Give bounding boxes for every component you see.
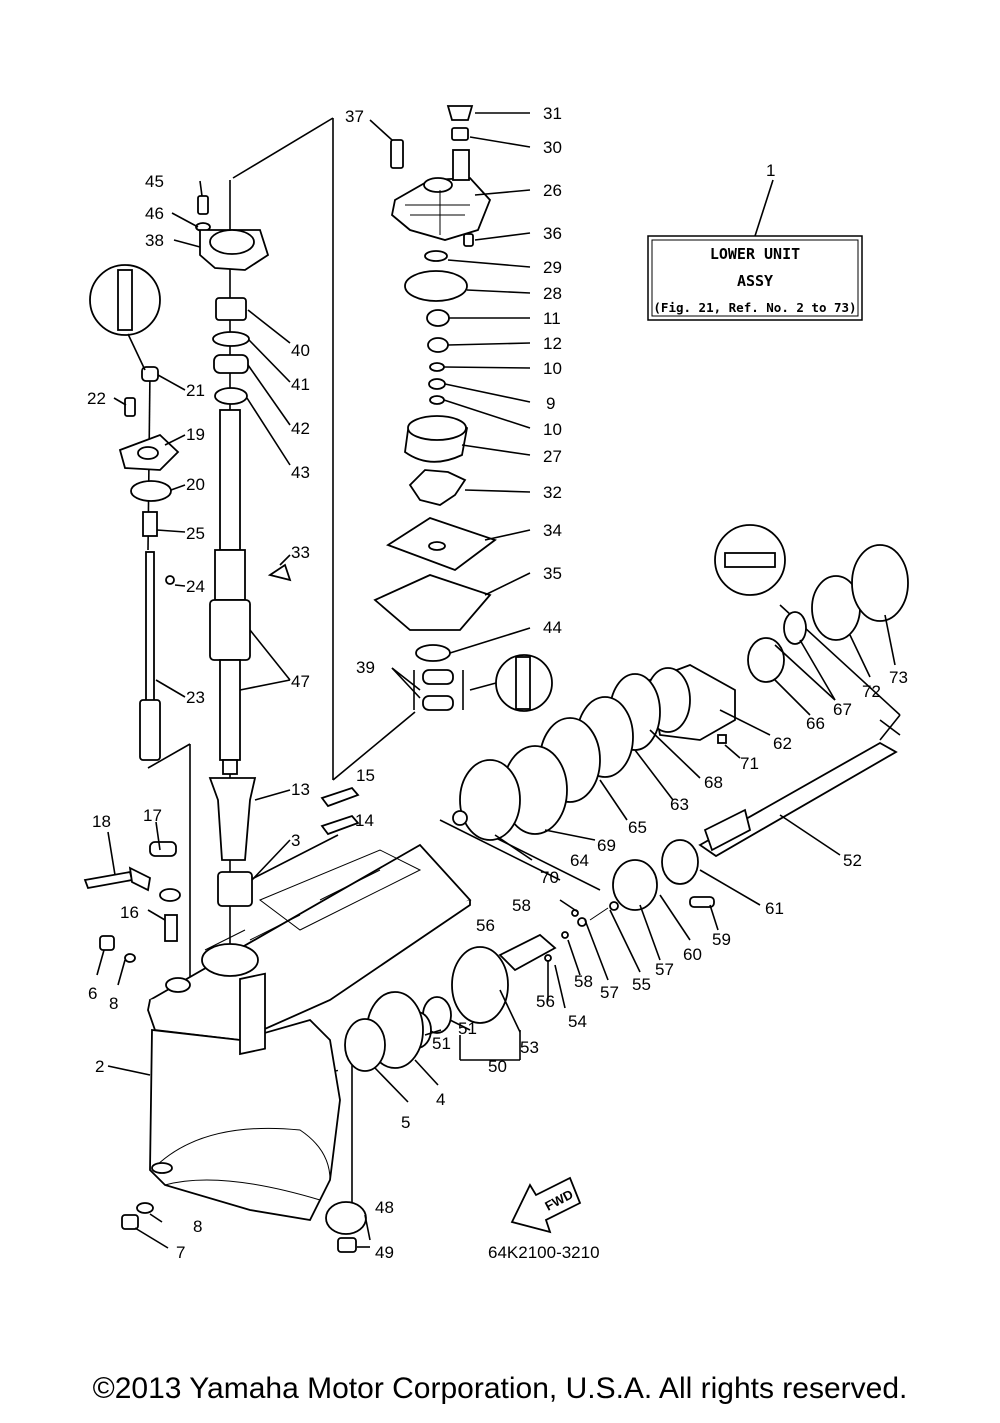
callout-label: 11	[543, 309, 561, 328]
callout-label: 60	[683, 945, 702, 964]
callout-label: 20	[186, 475, 205, 494]
callout-label: 47	[291, 672, 310, 691]
callout-label: 27	[543, 447, 562, 466]
callout-label: 13	[291, 780, 310, 799]
callout-label: 3	[291, 831, 300, 850]
callout-label: 29	[543, 258, 562, 277]
callout-label: 25	[186, 524, 205, 543]
callout-label: 2	[95, 1057, 104, 1076]
callout-label: 41	[291, 375, 310, 394]
callout-label: 31	[543, 104, 562, 123]
callout-label: 58	[512, 896, 531, 915]
water-pump-group	[373, 105, 497, 711]
callout-label: 28	[543, 284, 562, 303]
callout-label: 51	[458, 1019, 477, 1038]
callout-label: 12	[543, 334, 562, 353]
callout-label: 49	[375, 1243, 394, 1262]
callout-label: 53	[520, 1038, 539, 1057]
callout-label: 70	[540, 868, 559, 887]
callout-label: 8	[109, 994, 118, 1013]
exploded-parts-diagram: LOWER UNIT ASSY (Fig. 21, Ref. No. 2 to …	[83, 104, 909, 1262]
callout-label: 57	[600, 983, 619, 1002]
callout-label: 19	[186, 425, 205, 444]
callout-label: 22	[87, 389, 106, 408]
assembly-box: LOWER UNIT ASSY (Fig. 21, Ref. No. 2 to …	[647, 235, 863, 321]
shift-rod-group	[89, 264, 180, 761]
callout-label: 52	[843, 851, 862, 870]
callout-label: 34	[543, 521, 562, 540]
callout-label: 6	[88, 984, 97, 1003]
callout-label: 65	[628, 818, 647, 837]
propeller-shaft-group	[325, 524, 909, 1253]
callout-label: 59	[712, 930, 731, 949]
callout-label: 61	[765, 899, 784, 918]
callout-label: 9	[546, 394, 555, 413]
callout-label: 44	[543, 618, 562, 637]
callout-label: 14	[355, 811, 374, 830]
callout-label: 32	[543, 483, 562, 502]
assembly-box-line2: ASSY	[737, 272, 773, 290]
callout-label: 10	[543, 359, 562, 378]
callout-label: 54	[568, 1012, 587, 1031]
fwd-arrow: FWD	[510, 1176, 582, 1234]
callout-label: 69	[597, 836, 616, 855]
lower-casing	[147, 843, 472, 1221]
callout-label: 33	[291, 543, 310, 562]
callout-label: 42	[291, 419, 310, 438]
callout-label: 43	[291, 463, 310, 482]
callout-label: 67	[833, 700, 852, 719]
callout-label: 48	[375, 1198, 394, 1217]
callout-label: 38	[145, 231, 164, 250]
callout-label: 56	[476, 916, 495, 935]
callout-label: 30	[543, 138, 562, 157]
assembly-box-line3: (Fig. 21, Ref. No. 2 to 73)	[653, 300, 856, 315]
callout-label: 72	[862, 682, 881, 701]
callout-label: 4	[436, 1090, 445, 1109]
callout-label: 35	[543, 564, 562, 583]
callout-label: 7	[176, 1243, 185, 1262]
callout-label: 26	[543, 181, 562, 200]
callout-label: 57	[655, 960, 674, 979]
callout-label: 5	[401, 1113, 410, 1132]
callout-label: 73	[889, 668, 908, 687]
callout-label: 51	[432, 1034, 451, 1053]
figure-code: 64K2100-3210	[488, 1243, 600, 1262]
callout-label: 62	[773, 734, 792, 753]
callout-label: 16	[120, 903, 139, 922]
callout-label: 37	[345, 107, 364, 126]
leader-lines	[96, 112, 896, 1249]
callout-label: 66	[806, 714, 825, 733]
callout-label: 56	[536, 992, 555, 1011]
callout-label: 71	[740, 754, 759, 773]
callout-label: 17	[143, 806, 162, 825]
callout-label: 55	[632, 975, 651, 994]
callout-label: 10	[543, 420, 562, 439]
callout-label: 24	[186, 577, 205, 596]
callout-label: 23	[186, 688, 205, 707]
callout-label: 64	[570, 851, 589, 870]
copyright-notice: ©2013 Yamaha Motor Corporation, U.S.A. A…	[92, 1372, 908, 1405]
callout-label: 68	[704, 773, 723, 792]
callout-label: 39	[356, 658, 375, 677]
callout-label: 1	[766, 161, 775, 180]
callout-label: 58	[574, 972, 593, 991]
keys	[320, 786, 360, 836]
left-hardware	[83, 841, 181, 1230]
callout-label: 45	[145, 172, 164, 191]
callout-label: 63	[670, 795, 689, 814]
callout-label: 36	[543, 224, 562, 243]
assembly-box-line1: LOWER UNIT	[710, 245, 800, 263]
callout-label: 21	[186, 381, 205, 400]
callout-label: 40	[291, 341, 310, 360]
callout-labels: 1 2 3 4 5 6 7 8 8 9 10 10 11 12 13 14 15…	[87, 104, 908, 1262]
callout-label: 50	[488, 1057, 507, 1076]
callout-label: 8	[193, 1217, 202, 1236]
callout-label: 15	[356, 766, 375, 785]
callout-label: 46	[145, 204, 164, 223]
callout-label: 18	[92, 812, 111, 831]
